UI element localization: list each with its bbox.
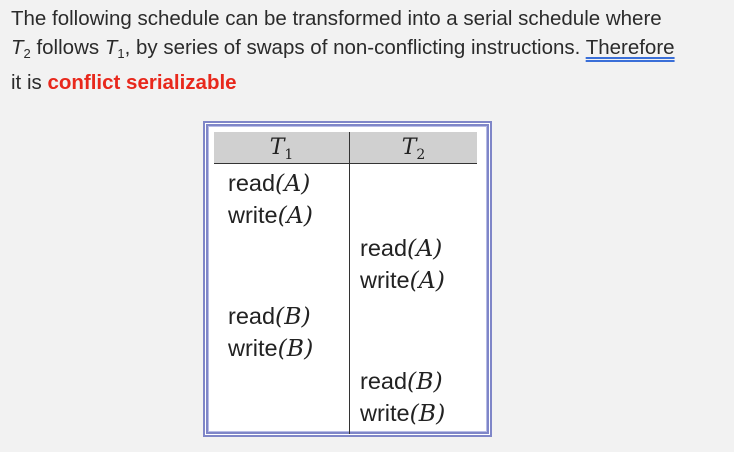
t1-op-read-a: read(A) [228, 169, 311, 197]
t1-op-write-a: write(A) [228, 201, 313, 229]
paragraph-line-3: it is conflict serializable [11, 71, 237, 94]
t2-symbol: T2 [11, 36, 31, 61]
t2-op-write-a: write(A) [360, 266, 445, 294]
t1-symbol: T1 [104, 36, 125, 61]
t2-op-read-a: read(A) [360, 234, 443, 262]
conflict-serializable-highlight: conflict serializable [47, 71, 237, 94]
paragraph-line-1: The following schedule can be transforme… [11, 7, 662, 30]
explanation-paragraph: The following schedule can be transforme… [11, 4, 731, 97]
table-header: T1 T2 [214, 132, 477, 164]
paragraph-line-2: T2 follows T1, by series of swaps of non… [11, 36, 675, 61]
therefore-word: Therefore [585, 36, 675, 59]
t2-op-read-b: read(B) [360, 367, 443, 395]
t2-op-write-b: write(B) [360, 399, 446, 427]
t1-op-write-b: write(B) [228, 334, 314, 362]
column-header-t2: T2 [401, 135, 426, 163]
t1-op-read-b: read(B) [228, 302, 311, 330]
column-header-t1: T1 [269, 135, 294, 163]
column-divider [349, 132, 350, 434]
schedule-table: T1 T2 read(A) write(A) read(A) write(A) … [203, 121, 492, 437]
